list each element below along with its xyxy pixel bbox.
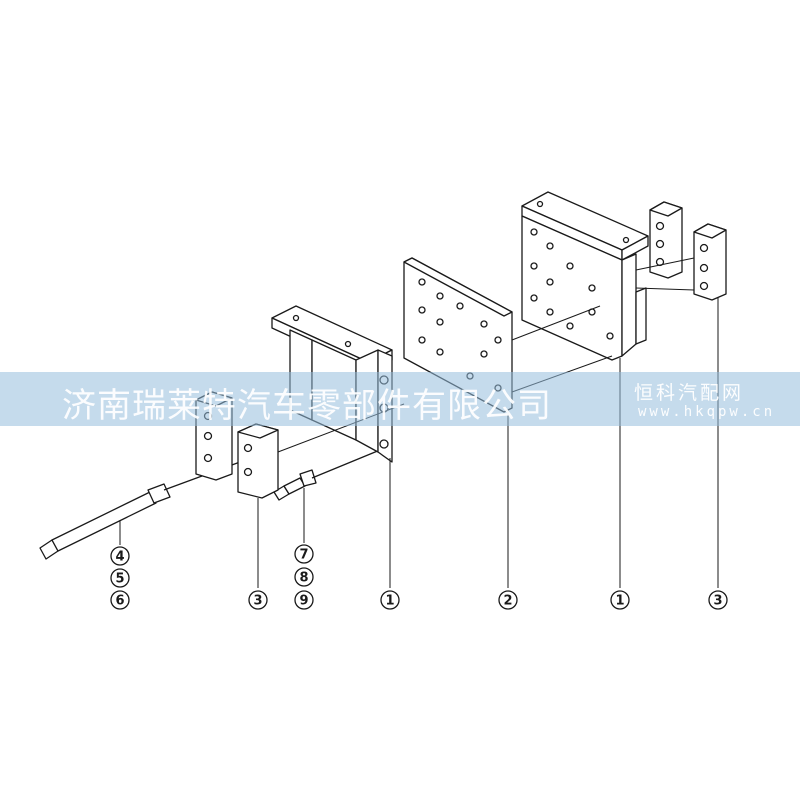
callout-circle: [110, 546, 130, 566]
callout-label: 1: [615, 594, 624, 609]
callout-label: 7: [299, 548, 308, 563]
clamp-right: [649, 201, 727, 301]
callout-circle: [380, 590, 400, 610]
callout-label: 3: [253, 594, 262, 609]
callout-circle: [248, 590, 268, 610]
short-bolt: [273, 449, 381, 501]
callout-label: 5: [115, 572, 124, 587]
callout-group: 4 5 6 3 7 8 9 1 2 1 3: [110, 544, 728, 610]
callout-label: 1: [385, 594, 394, 609]
watermark-company: 济南瑞莱特汽车零部件有限公司: [62, 386, 552, 426]
watermark-brand: 恒科汽配网: [634, 382, 745, 404]
callout-label: 9: [299, 594, 308, 609]
callout-circle: [294, 544, 314, 564]
callout-label: 8: [299, 571, 308, 586]
callout-circle: [498, 590, 518, 610]
bracket-rear: [521, 191, 649, 361]
callout-circle: [294, 567, 314, 587]
long-bolt: [39, 461, 241, 560]
callout-circle: [610, 590, 630, 610]
callout-circle: [708, 590, 728, 610]
callout-circle: [294, 590, 314, 610]
callout-label: 2: [503, 594, 512, 609]
callout-circle: [110, 590, 130, 610]
callout-circle: [110, 568, 130, 588]
watermark-url: www.hkqpw.cn: [638, 404, 776, 420]
watermark-banner: [0, 372, 800, 426]
callout-label: 6: [115, 594, 124, 609]
callout-label: 4: [115, 550, 124, 565]
callout-label: 3: [713, 594, 722, 609]
leader-lines: [119, 298, 719, 588]
